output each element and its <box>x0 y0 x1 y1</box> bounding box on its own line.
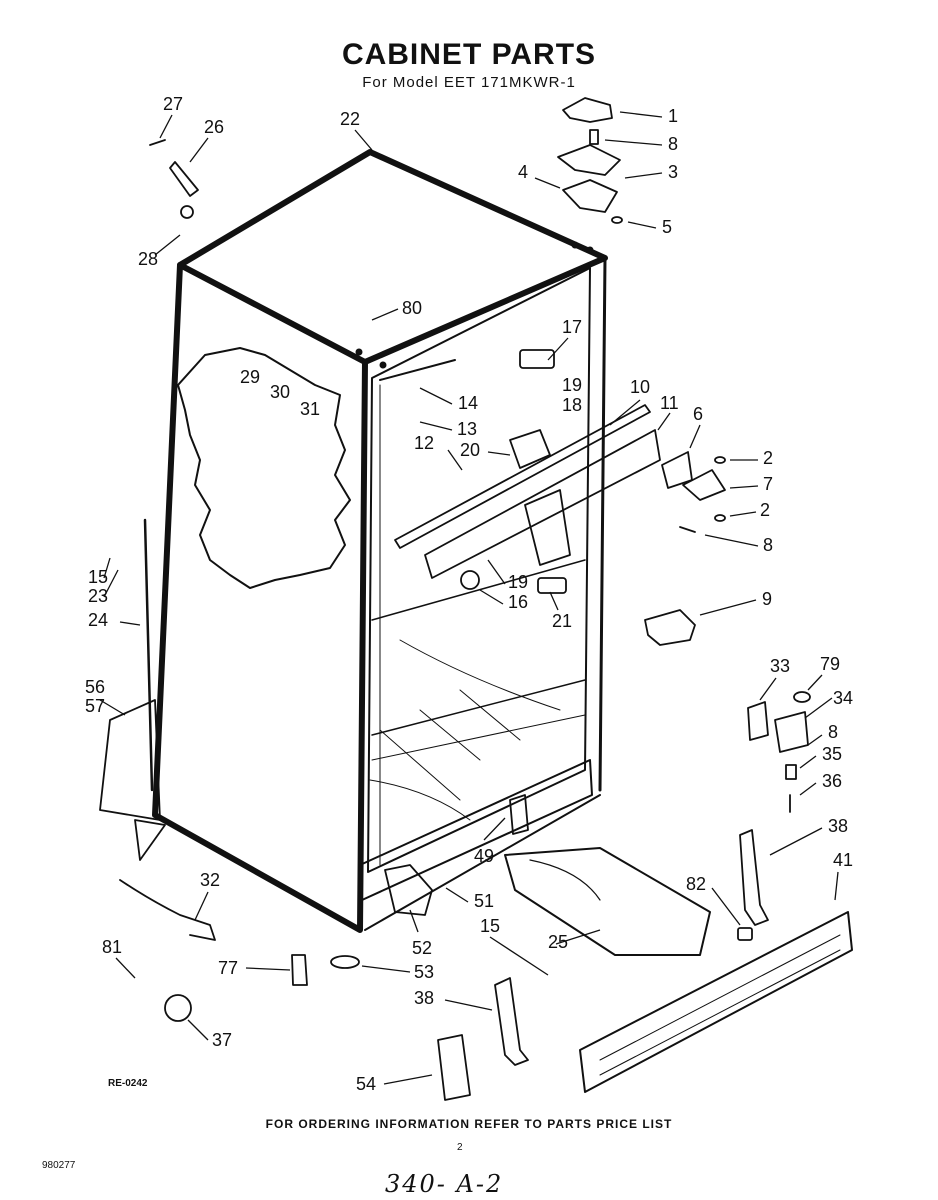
handwritten-reference: 340- A-2 <box>385 1170 504 1198</box>
center-hinge-parts <box>644 451 726 646</box>
callout-17: 17 <box>562 317 582 337</box>
callout-38b: 38 <box>414 988 434 1008</box>
rear-panel-parts <box>99 518 216 941</box>
callout-34: 34 <box>833 688 853 708</box>
callout-5: 5 <box>662 217 672 237</box>
callout-1: 1 <box>668 106 678 126</box>
callout-56: 56 <box>85 677 105 697</box>
callout-53: 53 <box>414 962 434 982</box>
callout-8b: 8 <box>763 535 773 555</box>
callout-25: 25 <box>548 932 568 952</box>
callout-14: 14 <box>458 393 478 413</box>
base-grille <box>579 911 853 1093</box>
callout-49: 49 <box>474 846 494 866</box>
callout-4: 4 <box>518 162 528 182</box>
callout-16: 16 <box>508 592 528 612</box>
page-title: CABINET PARTS <box>341 38 597 71</box>
callout-27: 27 <box>163 94 183 114</box>
callout-51: 51 <box>474 891 494 911</box>
top-hinge-assembly <box>557 97 623 224</box>
lower-small-parts <box>164 794 753 1101</box>
callout-2a: 2 <box>763 448 773 468</box>
callout-77: 77 <box>218 958 238 978</box>
callout-32: 32 <box>200 870 220 890</box>
callout-2b: 2 <box>760 500 770 520</box>
callout-21: 21 <box>552 611 572 631</box>
callout-24: 24 <box>88 610 108 630</box>
callout-52: 52 <box>412 938 432 958</box>
callout-23: 23 <box>88 586 108 606</box>
callout-12: 12 <box>414 433 434 453</box>
callout-22: 22 <box>340 109 360 129</box>
callout-18: 18 <box>562 395 582 415</box>
page-number: 2 <box>457 1142 463 1153</box>
ordering-note: FOR ORDERING INFORMATION REFER TO PARTS … <box>265 1117 673 1131</box>
callout-8a: 8 <box>668 134 678 154</box>
callout-15a: 15 <box>88 567 108 587</box>
model-subtitle: For Model EET 171MKWR-1 <box>362 74 576 91</box>
lower-hinge-assembly <box>747 691 811 813</box>
leveling-leg-parts <box>149 139 199 219</box>
callout-7: 7 <box>763 474 773 494</box>
callout-19a: 19 <box>562 375 582 395</box>
callout-79: 79 <box>820 654 840 674</box>
callout-33: 33 <box>770 656 790 676</box>
callout-20: 20 <box>460 440 480 460</box>
callout-82: 82 <box>686 874 706 894</box>
leader-arrows <box>99 111 839 1085</box>
cutaway-section <box>177 347 351 589</box>
callout-11: 11 <box>660 393 679 413</box>
cabinet-shell <box>152 149 608 933</box>
callout-28: 28 <box>138 249 158 269</box>
callout-10: 10 <box>630 377 650 397</box>
callout-6: 6 <box>693 404 703 424</box>
callout-80: 80 <box>402 298 422 318</box>
callout-26: 26 <box>204 117 224 137</box>
callout-13: 13 <box>457 419 477 439</box>
callout-8c: 8 <box>828 722 838 742</box>
grille-bracket-lower <box>494 977 529 1066</box>
date-code: 980277 <box>42 1160 76 1171</box>
callout-81: 81 <box>102 937 122 957</box>
drawing-code: RE-0242 <box>108 1078 148 1089</box>
callout-31: 31 <box>300 399 320 419</box>
callout-37: 37 <box>212 1030 232 1050</box>
callout-35: 35 <box>822 744 842 764</box>
callout-57: 57 <box>85 696 105 716</box>
grille-bracket-upper <box>739 829 769 926</box>
callout-19b: 19 <box>508 572 528 592</box>
callout-38a: 38 <box>828 816 848 836</box>
callout-9: 9 <box>762 589 772 609</box>
callout-36: 36 <box>822 771 842 791</box>
drain-pan <box>504 847 711 956</box>
callout-41: 41 <box>833 850 853 870</box>
callout-29: 29 <box>240 367 260 387</box>
cross-rail-assembly <box>379 349 661 594</box>
callout-3: 3 <box>668 162 678 182</box>
callout-30: 30 <box>270 382 290 402</box>
callout-54: 54 <box>356 1074 376 1094</box>
callout-15b: 15 <box>480 916 500 936</box>
